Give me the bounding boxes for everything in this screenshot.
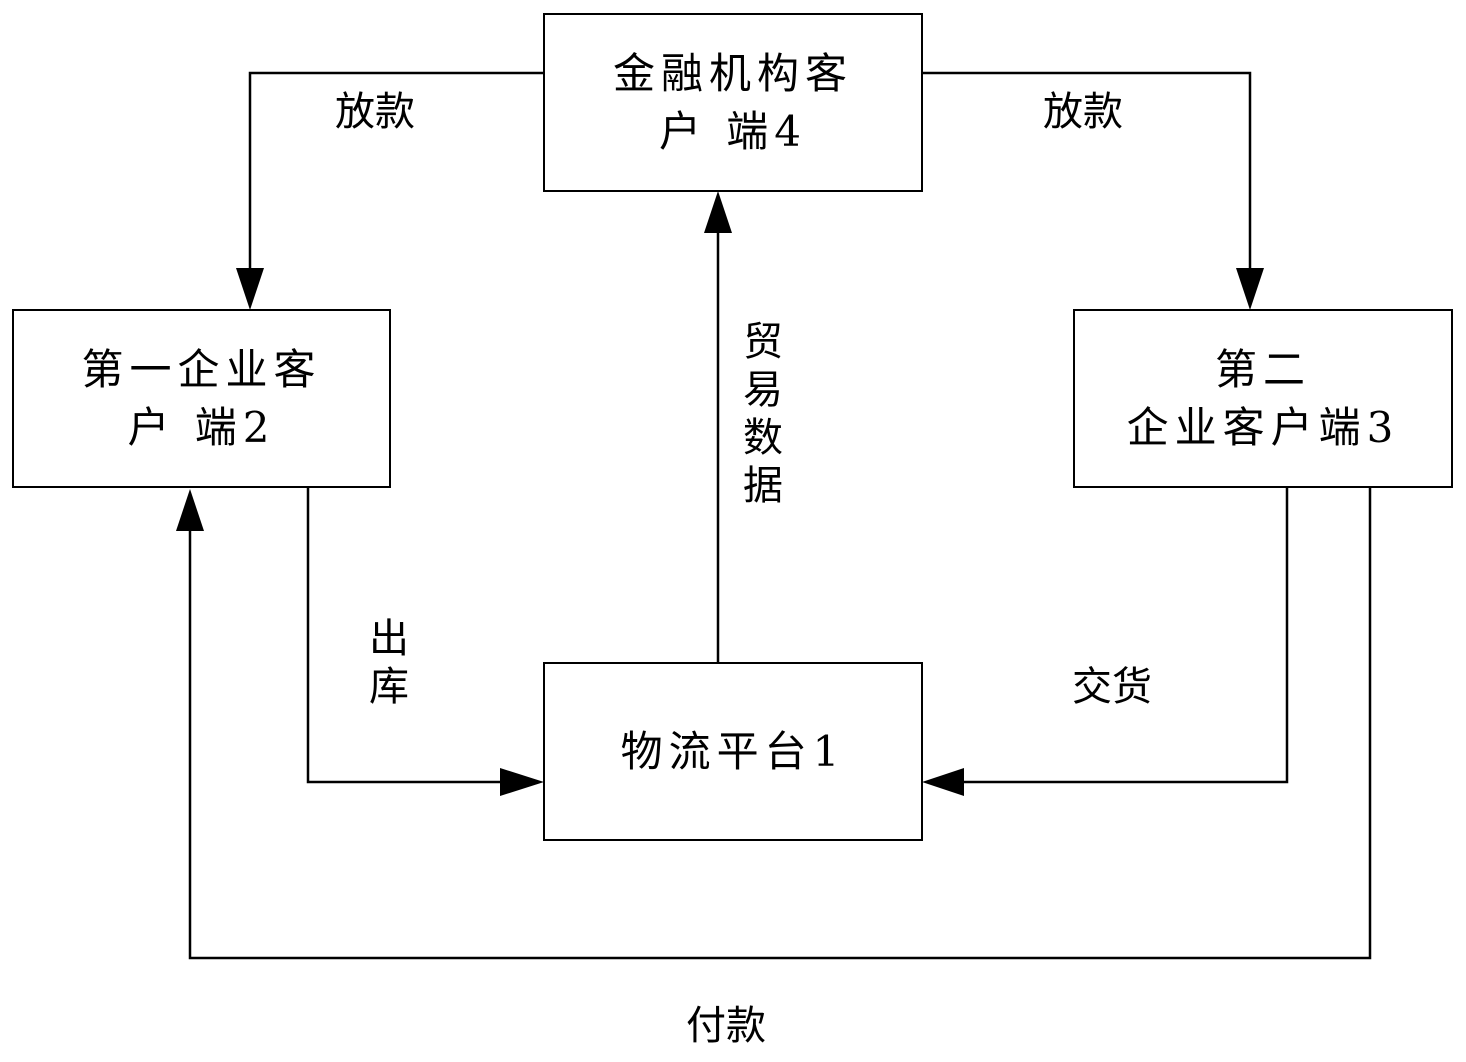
edge-outbound — [306, 488, 500, 784]
arrowhead-outbound — [500, 768, 544, 796]
edge-loan-right — [922, 71, 1252, 268]
finance-client-label-line1: 金融机构客 — [612, 48, 853, 98]
delivery-label: 交货 — [1072, 664, 1152, 710]
enterprise1-client-label-line2: 户 端2 — [127, 402, 276, 452]
enterprise2-client-label-line2: 企业客户端3 — [1126, 402, 1400, 452]
logistics-platform-label: 物流平台1 — [620, 726, 846, 776]
arrowhead-loan-left — [236, 268, 264, 310]
edge-delivery — [964, 488, 1289, 784]
trade-data-label: 贸易数据 — [743, 319, 783, 509]
outbound-label: 出库 — [369, 616, 409, 710]
finance-client-node: 金融机构客 户 端4 — [543, 13, 923, 192]
finance-client-label-line2: 户 端4 — [658, 106, 808, 156]
logistics-platform-node: 物流平台1 — [543, 662, 923, 841]
arrowhead-payment — [176, 489, 204, 531]
arrowhead-trade-data — [704, 191, 732, 233]
arrowhead-delivery — [922, 768, 964, 796]
edge-loan-left — [248, 71, 545, 268]
enterprise2-client-node: 第二 企业客户端3 — [1073, 309, 1453, 488]
edge-payment — [188, 488, 1372, 960]
enterprise2-client-label-line1: 第二 — [1214, 344, 1311, 394]
arrowhead-loan-right — [1236, 268, 1264, 310]
payment-label: 付款 — [686, 1003, 766, 1049]
loan-right-label: 放款 — [1043, 89, 1123, 135]
enterprise1-client-label-line1: 第一企业客 — [81, 344, 322, 394]
loan-left-label: 放款 — [335, 89, 415, 135]
enterprise1-client-node: 第一企业客 户 端2 — [12, 309, 391, 488]
